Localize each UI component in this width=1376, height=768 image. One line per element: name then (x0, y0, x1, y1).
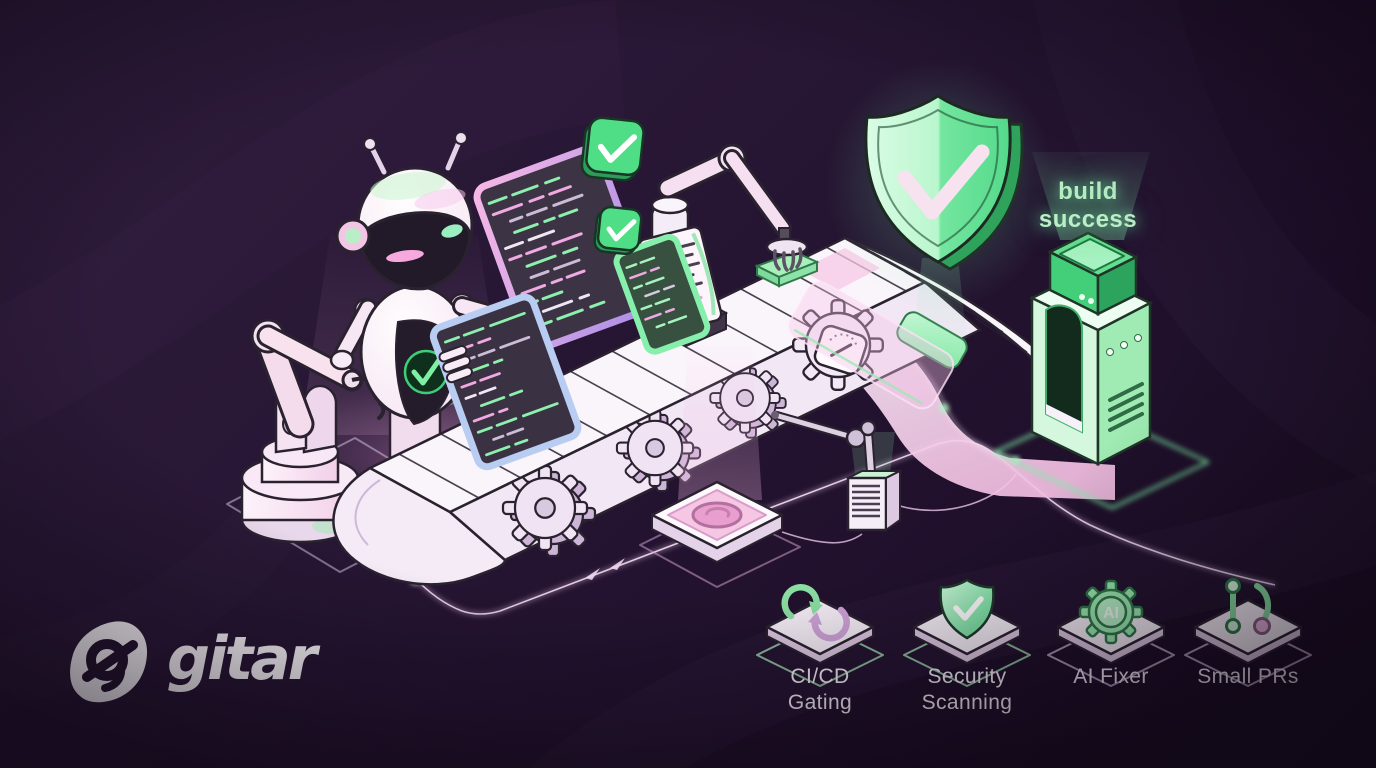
feature-cicd-gating: CI/CD Gating (735, 572, 905, 715)
check-badge-mid (593, 205, 643, 256)
brand-wordmark: gitar (167, 624, 317, 694)
check-badge-top (580, 116, 645, 182)
gitar-pick-icon (70, 621, 148, 703)
feature-label: Small PRs (1197, 665, 1299, 688)
feature-small-prs: Small PRs (1163, 572, 1333, 690)
svg-text:AI: AI (1103, 605, 1119, 622)
build-success-label: build success (1038, 178, 1138, 234)
brand-logo: gitar (60, 616, 317, 708)
scanner-device (771, 410, 901, 532)
feature-label: CI/CD Gating (787, 665, 853, 714)
